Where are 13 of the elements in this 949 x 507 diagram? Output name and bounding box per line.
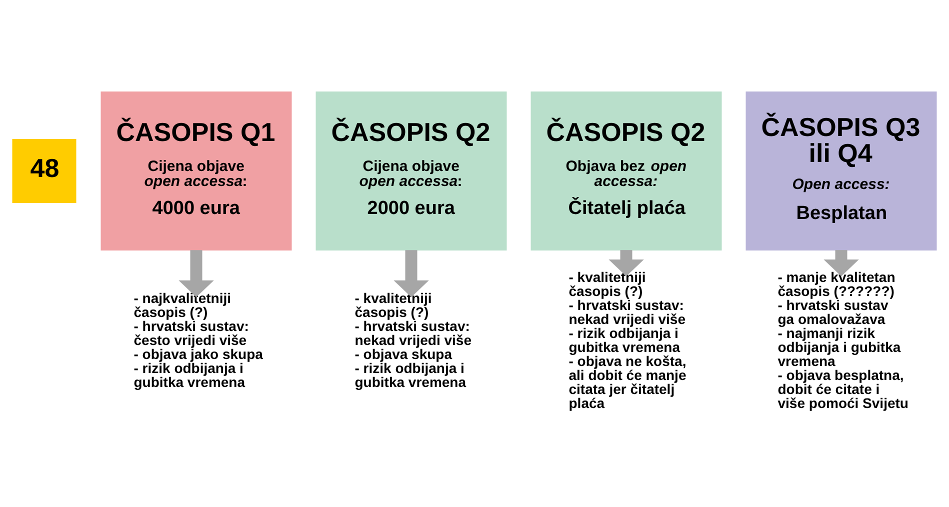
node-box: 48 <box>12 138 76 202</box>
node-text: - kvalitetniji časopis (?) - hrvatski sustav: nekad vrijedi više - objava skupa - rizik odbijanja i gubitka vremena <box>354 290 472 390</box>
arrow <box>608 250 644 276</box>
node-box: ČASOPIS Q2 Cijena objave open accessa: 2000 eura <box>316 91 507 250</box>
arrow <box>394 250 429 297</box>
arrow <box>178 250 214 297</box>
node-text: - najkvalitetniji časopis (?) - hrvatski sustav: često vrijedi više - objava jako skupa - rizik odbijanja i gubitka vremena <box>134 290 263 390</box>
node-text: - kvalitetniji časopis (?) - hrvatski sustav: nekad vrijedi više - rizik odbijanja i gubitka vremena - objava ne košta, ali dobit će manje citata jer čitatelj plaća <box>568 268 686 411</box>
node-box: ČASOPIS Q3 ili Q4 Open access: Besplatan <box>746 91 937 250</box>
node-box: ČASOPIS Q2 Objava bez open accessa: Čitatelj plaća <box>530 91 722 250</box>
node-box: ČASOPIS Q1 Cijena objave open accessa: 4000 eura <box>100 91 292 250</box>
arrow <box>824 250 859 276</box>
node-text: - manje kvalitetan časopis (??????) - hrvatski sustav ga omalovažava - najmanji rizik odbijanja i gubitka vremena - objava besplatna, dobit će citate i više pomoći Svijetu <box>778 268 908 411</box>
